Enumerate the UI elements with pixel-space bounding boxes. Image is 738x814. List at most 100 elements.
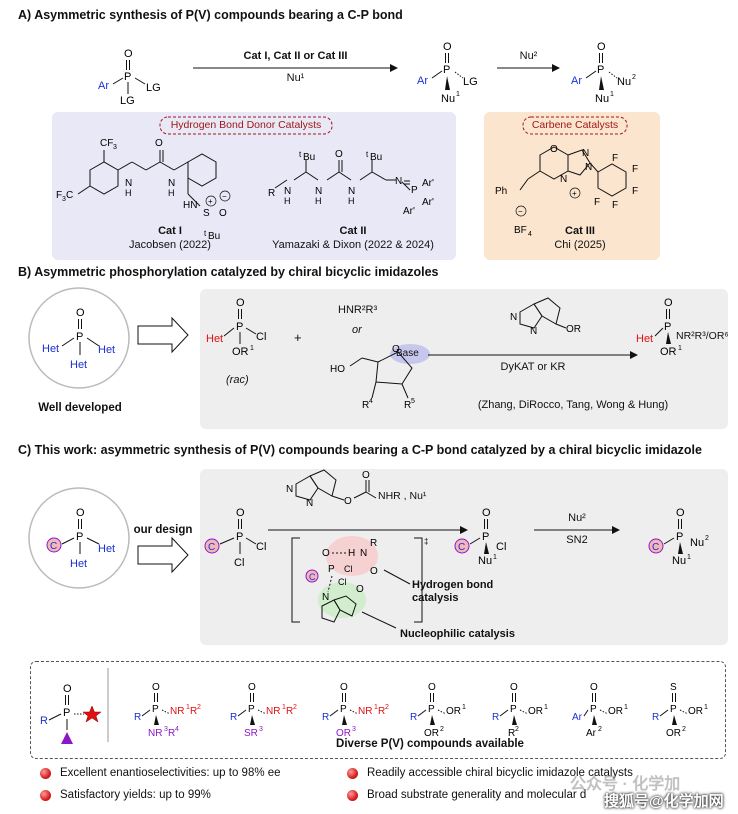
svg-text:+: + [208,197,213,206]
svg-text:R: R [492,712,499,723]
cat1-reference: Jacobsen (2022) [129,239,211,251]
svg-text:5: 5 [411,398,415,405]
svg-text:S: S [203,208,210,219]
svg-text:1: 1 [462,704,466,711]
svg-text:N: N [168,178,175,189]
svg-text:C: C [309,572,316,582]
svg-text:1: 1 [704,704,708,711]
cat2-structure [274,160,411,191]
hbond-catalyst-panel [52,112,456,260]
svg-text:P: P [597,64,604,76]
svg-text:2: 2 [682,726,686,733]
svg-text:P: P [482,531,489,543]
arrow1-top-label: Cat I, Cat II or Cat III [243,50,348,62]
cat3-structure [519,146,627,197]
dichloro-reagent-a: O P Ar LG LG [98,48,161,107]
svg-text:3: 3 [259,726,263,733]
svg-text:−: − [518,207,523,216]
svg-text:R: R [362,400,369,411]
svg-text:P: P [510,704,517,715]
svg-text:F: F [612,153,618,164]
svg-text:O: O [676,507,685,519]
svg-text:Cl: Cl [338,577,347,587]
svg-text:N: N [510,312,517,323]
svg-text:R: R [40,715,48,727]
svg-text:N: N [322,592,329,603]
section-b-references: (Zhang, DiRocco, Tang, Wong & Hung) [477,399,669,411]
svg-text:HN: HN [183,200,197,211]
svg-text:1: 1 [678,345,682,352]
svg-text:N: N [315,186,322,197]
svg-text:R: R [378,706,385,717]
svg-text:O: O [590,682,598,693]
hbond-catalysis-label: Hydrogen bond catalysis [412,579,494,604]
svg-text:Cl: Cl [496,541,506,553]
svg-text:N: N [284,186,291,197]
svg-text:Cl: Cl [256,541,266,553]
svg-text:NR: NR [170,706,184,717]
carbene-catalyst-panel [484,112,660,260]
our-design-label: our design [133,524,193,536]
svg-text:Bu: Bu [370,152,382,163]
svg-text:O: O [482,507,491,519]
svg-text:2: 2 [197,704,201,711]
svg-text:LG: LG [146,82,161,94]
svg-text:Bu: Bu [208,231,220,242]
svg-text:O: O [362,470,370,481]
svg-text:H: H [168,188,175,198]
svg-text:P: P [664,321,671,333]
well-developed-label: Well developed [38,402,122,414]
cat3-reference: Chi (2025) [554,239,606,251]
cat2-reference: Yamazaki & Dixon (2022 & 2024) [272,239,434,251]
cat2-name: Cat II [339,225,367,237]
svg-text:O: O [236,507,245,519]
svg-text:t: t [299,150,302,159]
svg-text:4: 4 [175,726,179,733]
svg-text:CF: CF [100,138,113,149]
svg-text:H: H [284,196,291,206]
carbene-catalysts-label: Carbene Catalysts [531,119,619,131]
svg-text:R: R [230,712,237,723]
svg-text:O: O [248,682,256,693]
svg-text:OR: OR [566,324,581,335]
svg-text:Ph: Ph [495,186,507,197]
svg-text:C: C [652,542,659,553]
svg-text:O: O [356,584,364,595]
svg-text:‡: ‡ [424,537,428,546]
svg-text:1: 1 [250,345,254,352]
svg-text:F: F [632,164,638,175]
cat3-name: Cat III [565,225,595,237]
section-a-title: A) Asymmetric synthesis of P(V) compound… [18,8,403,22]
svg-text:P: P [340,704,347,715]
svg-text:NR: NR [358,706,372,717]
svg-text:1: 1 [687,554,691,561]
svg-text:Ar: Ar [98,80,109,92]
svg-text:R: R [370,538,377,549]
svg-text:3: 3 [164,726,168,733]
svg-text:P: P [590,704,597,715]
svg-text:P: P [236,321,243,333]
svg-text:1: 1 [624,704,628,711]
svg-text:F: F [594,197,600,208]
svg-text:1: 1 [186,704,190,711]
svg-text:LG: LG [120,95,135,107]
section-b-title: B) Asymmetric phosphorylation catalyzed … [18,265,439,279]
svg-text:O: O [63,683,72,695]
svg-text:OR: OR [660,346,677,358]
svg-text:+: + [572,189,577,198]
arrow1-bottom-label: Nu¹ [286,72,305,84]
svg-text:Ar: Ar [417,75,428,87]
svg-text:2: 2 [632,74,636,81]
section-c-arrow2-top: Nu² [568,512,586,524]
svg-text:Nu: Nu [441,93,455,105]
bullet-dot-icon [347,789,358,801]
svg-text:R: R [652,712,659,723]
nucleophilic-catalysis-label: Nucleophilic catalysis [400,628,515,640]
section-c-panel [200,469,728,645]
svg-text:Ar': Ar' [403,206,415,217]
svg-text:1: 1 [610,91,614,98]
svg-text:C: C [458,542,465,553]
